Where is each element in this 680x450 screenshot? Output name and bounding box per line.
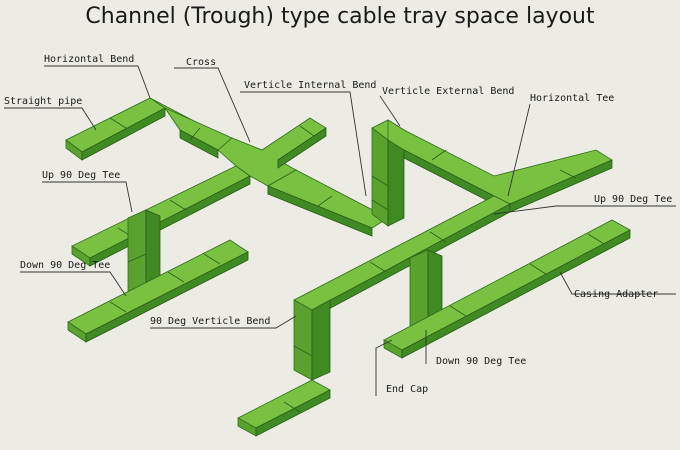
label-down-90-deg-tee-left: Down 90 Deg Tee: [20, 260, 110, 271]
diagram-title: Channel (Trough) type cable tray space l…: [85, 4, 595, 29]
tray-horizontal-bend: [149, 97, 233, 159]
label-casing-adapter: Casing Adapter: [574, 289, 658, 300]
tray-internal-bend-run: [267, 169, 389, 237]
tray-up-90-tee-left: [127, 209, 161, 301]
label-horizontal-tee: Horizontal Tee: [530, 93, 614, 104]
label-horizontal-bend: Horizontal Bend: [44, 54, 134, 65]
label-up-90-deg-tee-right: Up 90 Deg Tee: [594, 194, 672, 205]
leader-lines: [4, 65, 676, 396]
label-straight-pipe: Straight pipe: [4, 96, 82, 107]
label-down-90-deg-tee-bottom: Down 90 Deg Tee: [436, 356, 526, 367]
label-verticle-internal-bend: Verticle Internal Bend: [244, 80, 376, 91]
tray-casing-run: [383, 219, 631, 359]
tray-cross: [217, 117, 327, 195]
tray-90-deg-verticle-bend: [293, 299, 331, 381]
tray-straight-pipe: [65, 97, 166, 161]
label-verticle-external-bend: Verticle External Bend: [382, 86, 514, 97]
label-up-90-deg-tee-left: Up 90 Deg Tee: [42, 170, 120, 181]
tray-horizontal-tee: [387, 119, 613, 213]
label-end-cap: End Cap: [386, 384, 428, 395]
tray-up-90-tee-right: [409, 249, 443, 335]
label-90-deg-verticle-bend: 90 Deg Verticle Bend: [150, 316, 270, 327]
tray-down-90-tee-left: [67, 239, 249, 343]
tray-bottom-run: [237, 379, 331, 437]
label-cross: Cross: [186, 57, 216, 68]
